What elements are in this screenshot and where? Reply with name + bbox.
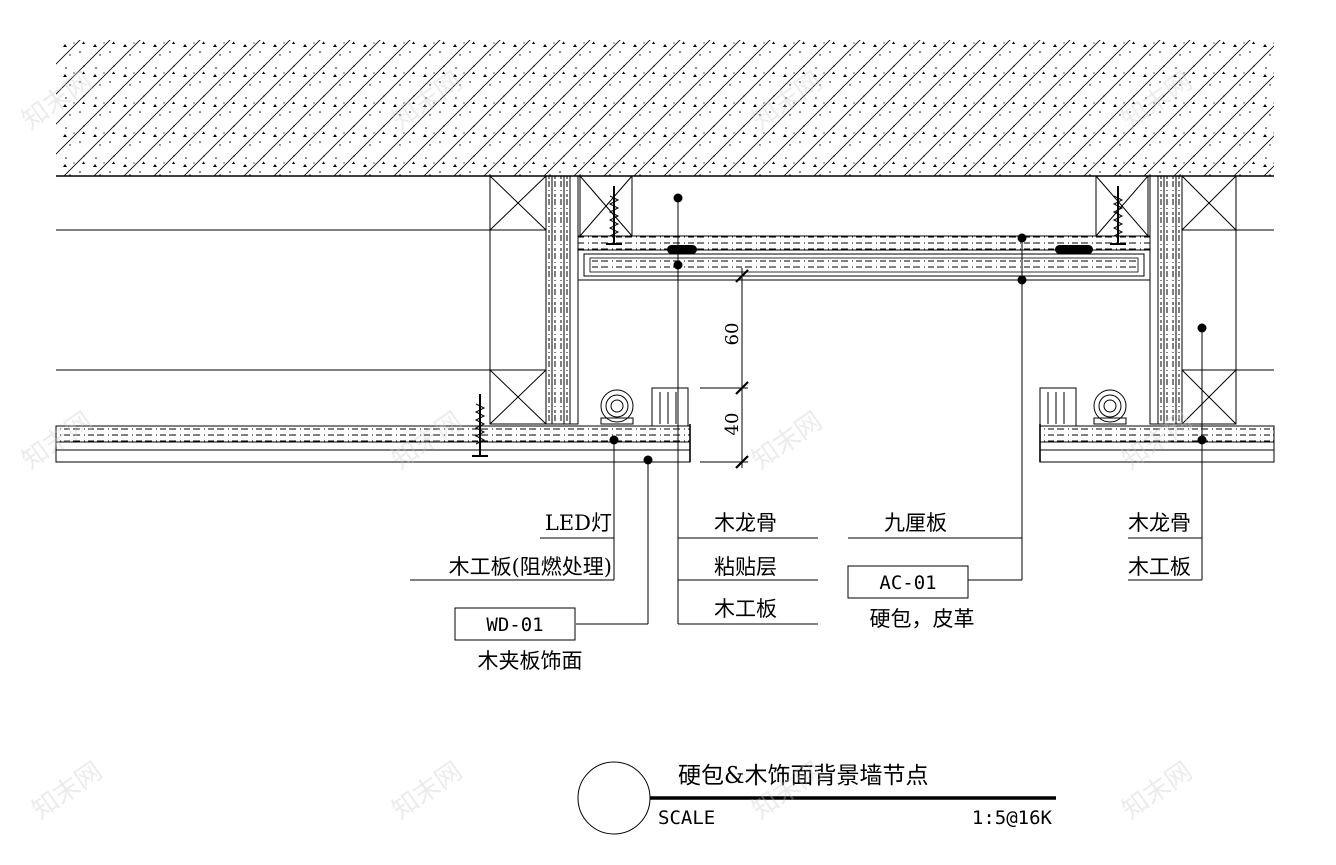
drawing-title: 硬包&木饰面背景墙节点: [678, 763, 928, 789]
label-led-light: LED灯: [545, 511, 612, 535]
right-vertical-board: [1149, 175, 1183, 425]
label-blockboard-right: 木工板: [1128, 555, 1191, 579]
label-wood-keel-right: 木龙骨: [1128, 511, 1191, 535]
material-tag-ac: AC-01 硬包，皮革: [847, 565, 975, 631]
screw-icon: [606, 186, 622, 245]
scale-label: SCALE: [658, 807, 715, 829]
left-wall-lines: [56, 229, 490, 371]
title-block: 硬包&木饰面背景墙节点 SCALE 1:5@16K: [577, 761, 1056, 835]
tag-desc-ac: 硬包，皮革: [870, 607, 975, 631]
right-timber-block-stack: [1181, 175, 1237, 425]
left-timber-block-stack: [489, 175, 547, 425]
right-inner-timber-block: [1095, 175, 1149, 237]
screw-icon: [1110, 186, 1126, 245]
label-blockboard: 木工板: [714, 597, 777, 621]
upper-plywood-and-hardpack: [578, 249, 1150, 281]
scale-value: 1:5@16K: [972, 807, 1053, 829]
led-light-icon: [600, 389, 634, 425]
leader-dots: [609, 193, 1207, 465]
svg-text:知末网: 知末网: [1117, 756, 1198, 825]
tag-code-ac: AC-01: [879, 572, 936, 594]
screw-icon: [472, 394, 488, 457]
svg-text:知末网: 知末网: [27, 756, 108, 825]
tag-desc-wd: 木夹板饰面: [478, 649, 583, 673]
led-housing: [1039, 387, 1077, 427]
svg-text:知末网: 知末网: [747, 406, 828, 475]
led-light-icon: [1093, 389, 1127, 425]
right-wall-lines: [1236, 229, 1274, 371]
dimension-60: 60: [722, 323, 743, 346]
watermark: 知末网 知末网 知末网 知末网 知末网 知末网 知末网 知末网 知末网 知末网 …: [17, 66, 1198, 825]
label-blockboard-fire-retardant: 木工板(阻燃处理): [449, 555, 612, 579]
dimension-line: [700, 268, 749, 469]
label-adhesive-layer: 粘贴层: [714, 555, 777, 579]
left-inner-timber-block: [579, 175, 633, 237]
led-housing: [651, 387, 689, 427]
adhesive-strips: [667, 245, 1093, 254]
tag-code-wd: WD-01: [486, 614, 543, 636]
svg-text:知末网: 知末网: [387, 756, 468, 825]
label-plywood-9mm: 九厘板: [884, 511, 947, 535]
dimension-40: 40: [722, 413, 743, 436]
material-tag-wd: WD-01 木夹板饰面: [454, 607, 583, 673]
concrete-slab: [56, 40, 1274, 177]
label-wood-keel: 木龙骨: [714, 511, 777, 535]
lower-right-panel: [1039, 424, 1275, 463]
lower-left-panel: [55, 424, 691, 463]
left-vertical-board: [545, 175, 579, 425]
